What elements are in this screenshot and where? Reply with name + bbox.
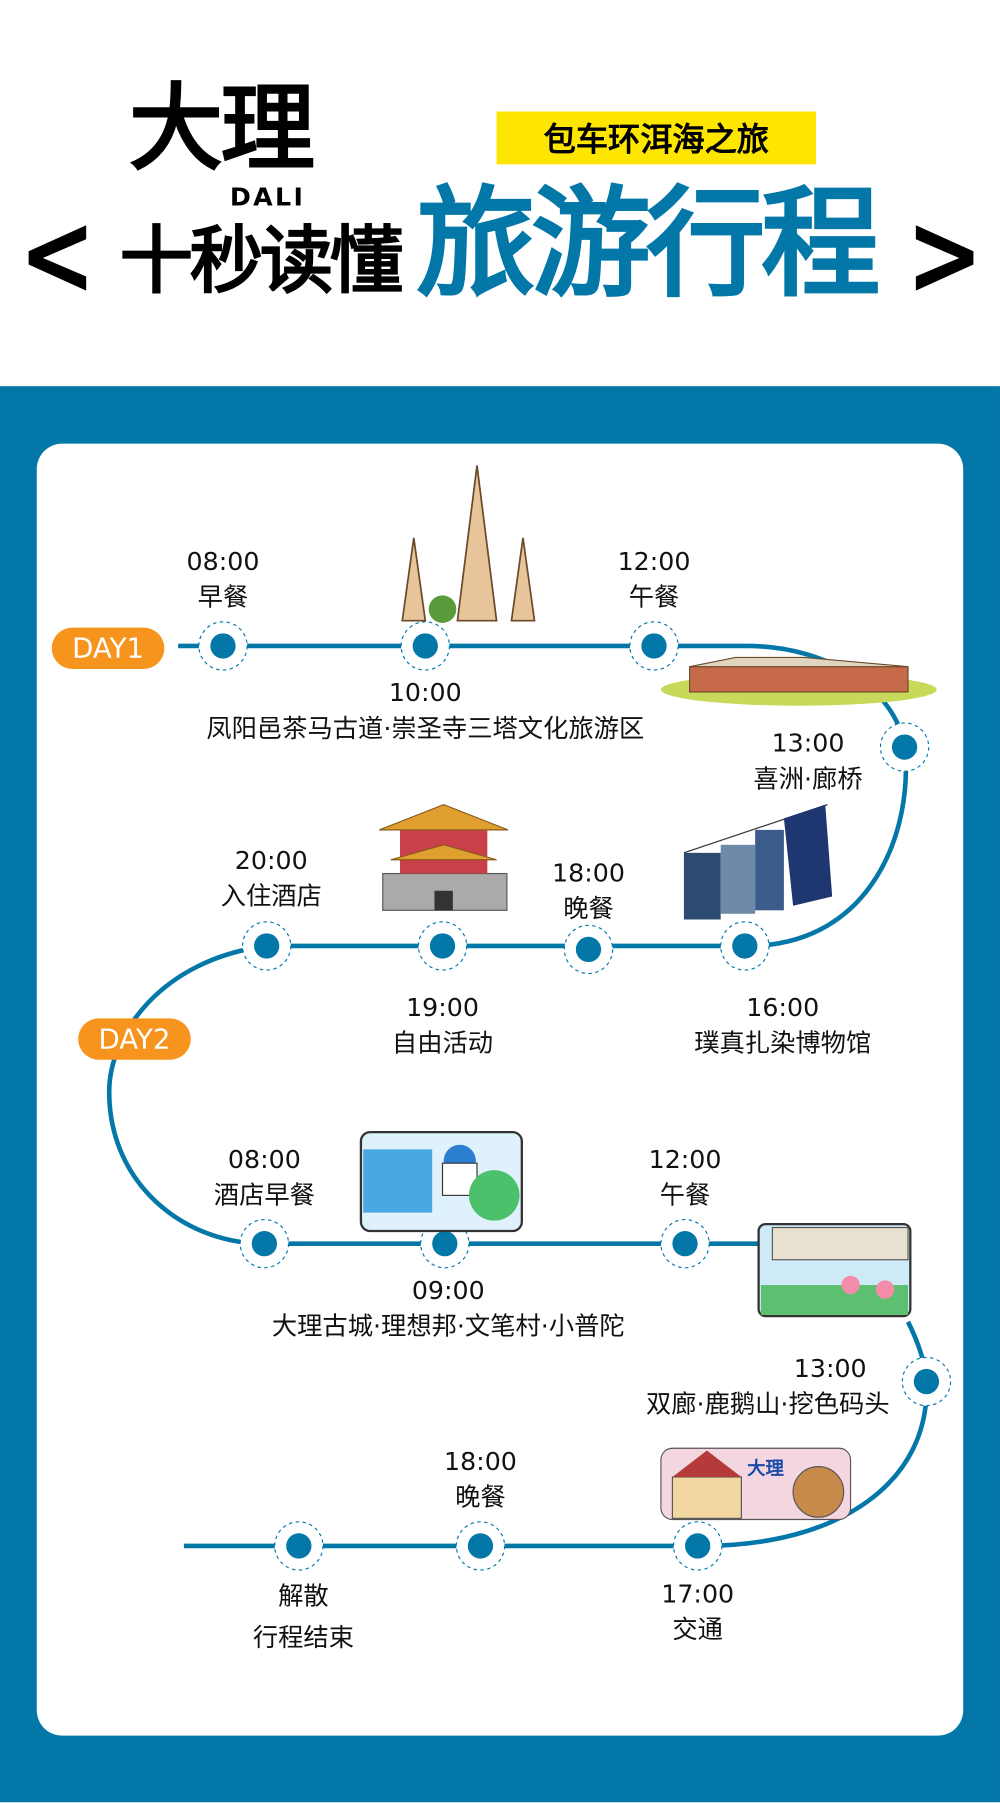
stop-time: 08:00 — [186, 548, 260, 577]
timeline-node-dot — [467, 1533, 494, 1559]
timeline-node-dot — [429, 933, 456, 959]
bracket-right: > — [906, 187, 984, 322]
stop-place: 入住酒店 — [220, 882, 322, 912]
stop-label: 08:00 酒店早餐 — [214, 1143, 315, 1214]
stop-place: 大理古城·理想邦·文笔村·小普陀 — [271, 1312, 625, 1342]
stop-place: 解散 — [278, 1582, 329, 1612]
stop-label: 18:00 晚餐 — [444, 1445, 517, 1516]
stop-place: 午餐 — [628, 583, 680, 613]
day2-badge: DAY2 — [78, 1018, 191, 1060]
timeline-node-dot — [251, 1231, 278, 1257]
stop-place: 璞真扎染博物馆 — [694, 1029, 872, 1059]
header — [0, 0, 1000, 387]
stop-place: 晚餐 — [455, 1483, 506, 1513]
stop-label: 13:00 双廊·鹿鹅山·挖色码头 — [646, 1352, 890, 1423]
stop-time: 12:00 — [617, 548, 691, 577]
stop-label: 13:00 喜洲·廊桥 — [753, 726, 862, 797]
stop-place: 自由活动 — [391, 1029, 494, 1059]
stop-place: 午餐 — [659, 1181, 711, 1211]
day1-badge: DAY1 — [51, 627, 165, 669]
timeline-node-dot — [575, 936, 602, 963]
stop-place: 晚餐 — [563, 895, 614, 925]
souvenir-lettering: 大理 — [747, 1458, 784, 1480]
stop-time: 19:00 — [406, 994, 479, 1023]
stop-time: 12:00 — [648, 1145, 722, 1175]
stop-place: 交通 — [672, 1616, 723, 1645]
stop-time: 08:00 — [227, 1145, 301, 1175]
stop-time: 09:00 — [411, 1276, 485, 1306]
stop-time: 16:00 — [746, 994, 820, 1023]
title-cn: 大理 — [128, 74, 315, 184]
timeline-node-dot — [732, 933, 758, 959]
stop-place: 喜洲·廊桥 — [753, 765, 863, 795]
bracket-left: < — [18, 187, 96, 322]
stop-time: 18:00 — [444, 1448, 517, 1477]
stop-label: 10:00 凤阳邑茶马古道·崇圣寺三塔文化旅游区 — [206, 676, 644, 747]
title-en: DALI — [229, 183, 306, 213]
stop-time: 10:00 — [388, 679, 462, 709]
stop-label: 17:00 交通 — [661, 1577, 734, 1648]
timeline-node-dot — [254, 933, 280, 959]
stop-place: 酒店早餐 — [213, 1181, 315, 1211]
stop-label: 20:00 入住酒店 — [221, 844, 322, 915]
timeline-node-dot — [891, 734, 918, 760]
timeline-node-dot — [432, 1231, 458, 1257]
tagline-banner: 包车环洱海之旅 — [496, 111, 817, 165]
stop-place: 凤阳邑茶马古道·崇圣寺三塔文化旅游区 — [206, 714, 645, 744]
seaside-village-icon — [359, 1131, 523, 1233]
xizhou-village-icon — [660, 656, 937, 706]
subtitle-right: 旅游行程 — [416, 173, 880, 314]
timeline-node-dot — [672, 1231, 698, 1257]
stop-label: 19:00 自由活动 — [392, 991, 493, 1062]
timeline-node-dot — [685, 1533, 711, 1559]
route-line — [183, 1320, 929, 1549]
timeline-node-dot — [641, 633, 667, 659]
stop-time: 18:00 — [552, 859, 625, 889]
erhai-shore-icon — [757, 1222, 912, 1318]
timeline-node-dot — [210, 633, 236, 659]
stop-time: 20:00 — [234, 847, 308, 876]
timeline-node-dot — [412, 633, 438, 659]
stop-time: 17:00 — [661, 1580, 735, 1610]
stop-note: 行程结束 — [252, 1624, 355, 1653]
stop-label: 09:00 大理古城·理想邦·文笔村·小普陀 — [272, 1274, 625, 1345]
stop-time: 13:00 — [793, 1355, 867, 1384]
stop-label: 12:00 午餐 — [618, 545, 691, 616]
three-pagodas-icon — [401, 465, 536, 623]
timeline-node-dot — [286, 1533, 312, 1559]
stop-time: 13:00 — [771, 729, 845, 759]
stop-label: 解散行程结束 — [253, 1577, 354, 1660]
dali-gate-souvenir-icon: 大理 — [660, 1447, 852, 1521]
stop-place: 早餐 — [197, 583, 249, 613]
stop-label: 12:00 午餐 — [649, 1143, 722, 1214]
stop-place: 双廊·鹿鹅山·挖色码头 — [645, 1390, 890, 1420]
subtitle-left: 十秒读懂 — [119, 219, 404, 305]
stop-label: 16:00 璞真扎染博物馆 — [694, 991, 871, 1062]
stop-label: 18:00 晚餐 — [552, 856, 625, 927]
timeline-node-dot — [913, 1368, 940, 1395]
stop-label: 08:00 早餐 — [187, 545, 260, 616]
city-gate-tower-icon — [379, 803, 509, 911]
tie-dye-cloth-icon — [683, 804, 833, 920]
